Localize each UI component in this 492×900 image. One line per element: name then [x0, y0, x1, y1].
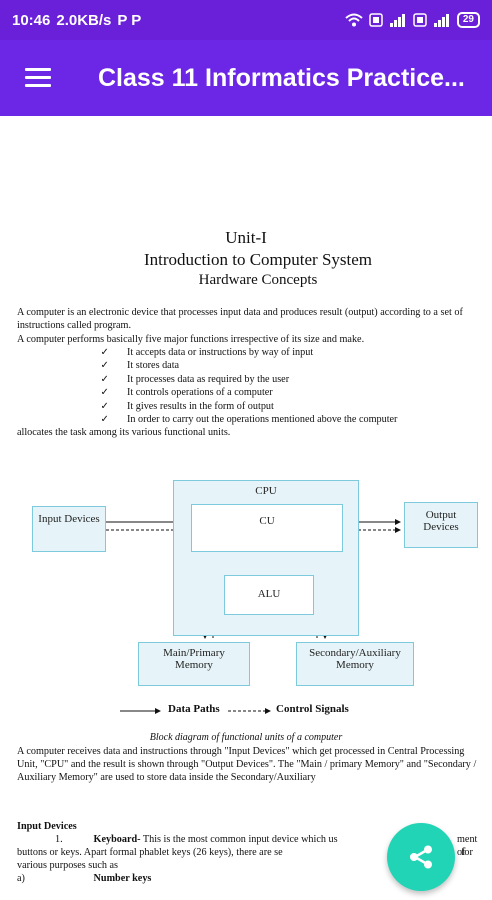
legend-control-signals: Control Signals: [276, 703, 349, 715]
item-text-2: buttons or keys. Apart formal phablet ke…: [17, 847, 283, 858]
sub-item-letter: a): [17, 873, 25, 884]
check-icon: ✓: [100, 414, 109, 426]
status-right: 29: [345, 12, 480, 28]
signal-icon: [389, 14, 405, 27]
document-page[interactable]: Unit-I Introduction to Computer System H…: [0, 116, 492, 900]
output-devices-box: Output Devices: [404, 502, 478, 548]
output-devices-label: Output Devices: [423, 509, 459, 533]
status-bar: 10:46 2.0KB/s P P 29: [0, 0, 492, 40]
block-diagram: CPU CU ALU Input Devices Output Devices …: [30, 478, 478, 720]
item-text-1-tail: ment of: [457, 834, 478, 858]
main-memory-box: Main/Primary Memory: [138, 642, 250, 686]
sub-item-title: Number keys: [93, 873, 152, 884]
secondary-memory-label: Secondary/Auxiliary Memory: [309, 647, 401, 671]
main-memory-label: Main/Primary Memory: [163, 647, 225, 671]
item-title: Keyboard-: [93, 834, 141, 845]
paragraph-explanation: A computer receives data and instruction…: [17, 746, 477, 783]
unit-heading: Unit-I: [225, 228, 267, 247]
sub-item: a) Number keys: [17, 872, 482, 885]
item-text-2-tail: for: [461, 847, 473, 858]
cu-box: CU: [191, 504, 343, 552]
volte-icon: [369, 13, 383, 27]
signal-icon-2: [433, 14, 449, 27]
keyboard-line-3: various purposes such as: [17, 860, 119, 871]
check-icon: ✓: [100, 400, 109, 412]
wifi-icon: [345, 13, 363, 27]
app-notification-icons: P P: [117, 11, 142, 29]
check-icon: ✓: [100, 360, 109, 372]
paragraph-functions: A computer performs basically five major…: [17, 334, 365, 345]
keyboard-line-2: buttons or keys. Apart formal phablet ke…: [17, 846, 482, 859]
paragraph-definition: A computer is an electronic device that …: [17, 307, 463, 331]
check-icon: ✓: [100, 347, 109, 358]
checklist-item: ✓In order to carry out the operations me…: [17, 413, 482, 426]
checklist-item: ✓It controls operations of a computer: [17, 386, 482, 399]
alu-label: ALU: [257, 588, 281, 600]
checklist-item: ✓It gives results in the form of output: [17, 400, 482, 413]
cpu-label: CPU: [255, 485, 277, 497]
share-icon: [410, 845, 432, 869]
battery-icon: 29: [456, 12, 480, 28]
document-title: Introduction to Computer System: [143, 250, 373, 269]
alu-box: ALU: [224, 575, 314, 615]
share-button[interactable]: [387, 823, 455, 891]
checklist-continuation: allocates the task among its various fun…: [17, 427, 231, 439]
volte-icon-2: [413, 13, 427, 27]
cu-label: CU: [259, 515, 275, 527]
secondary-memory-box: Secondary/Auxiliary Memory: [296, 642, 414, 686]
keyboard-paragraph: 1. Keyboard- This is the most common inp…: [17, 833, 482, 858]
item-text-1: This is the most common input device whi…: [140, 834, 338, 845]
item-number: 1.: [55, 834, 63, 845]
input-devices-box: Input Devices: [32, 506, 106, 552]
check-icon: ✓: [100, 387, 109, 399]
legend-data-paths: Data Paths: [168, 703, 220, 715]
input-devices-label: Input Devices: [38, 513, 100, 525]
section-heading-input-devices: Input Devices: [17, 821, 77, 832]
hamburger-icon: [25, 68, 51, 88]
checklist-item: ✓It processes data as required by the us…: [17, 373, 482, 386]
checklist-item: ✓It accepts data or instructions by way …: [17, 346, 482, 359]
status-left: 10:46 2.0KB/s P P: [12, 12, 141, 29]
app-bar: Class 11 Informatics Practice...: [0, 40, 492, 116]
network-speed: 2.0KB/s: [56, 11, 112, 29]
app-title: Class 11 Informatics Practice...: [98, 63, 465, 92]
checklist-item: ✓It stores data: [17, 359, 482, 372]
status-time: 10:46: [12, 11, 51, 29]
function-checklist: ✓It accepts data or instructions by way …: [17, 346, 482, 440]
document-subtitle: Hardware Concepts: [198, 272, 318, 288]
diagram-caption: Block diagram of functional units of a c…: [149, 732, 343, 743]
menu-button[interactable]: [0, 40, 76, 116]
check-icon: ✓: [100, 373, 109, 385]
